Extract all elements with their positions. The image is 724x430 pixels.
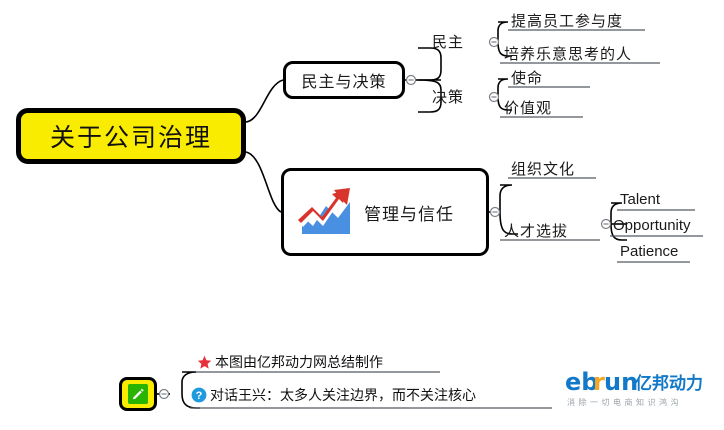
ebrun-wordmark: eb r un 亿邦动力	[565, 368, 703, 396]
node-label-patience[interactable]: Patience	[620, 243, 679, 260]
node-label-mission[interactable]: 使命	[511, 69, 544, 87]
branch-node-management-trust-label: 管理与信任	[364, 204, 454, 225]
node-label-values[interactable]: 价值观	[504, 99, 553, 117]
node-label-juece[interactable]: 决策	[432, 88, 465, 106]
ebrun-logo: eb r un 亿邦动力 消除一切电商知识鸿沟	[565, 368, 715, 414]
svg-text:r: r	[593, 368, 605, 396]
root-node-label: 关于公司治理	[49, 123, 212, 152]
collapse-handle-footer	[158, 388, 170, 400]
branch-node-democracy-decision-label: 民主与决策	[301, 72, 387, 91]
node-label-opportunity[interactable]: Opportunity	[613, 217, 691, 234]
pencil-icon	[128, 384, 148, 404]
root-node[interactable]: 关于公司治理	[16, 108, 246, 164]
branch-node-management-trust[interactable]: 管理与信任	[281, 168, 489, 256]
svg-text:eb: eb	[565, 368, 598, 396]
collapse-handle-juece	[488, 91, 500, 103]
branch-node-democracy-decision[interactable]: 民主与决策	[283, 61, 405, 99]
question-mark-icon: ?	[191, 387, 207, 403]
footer-line-article-text: 对话王兴：太多人关注边界，而不关注核心	[210, 388, 476, 404]
link-root-to-management	[245, 151, 282, 213]
ebrun-tagline: 消除一切电商知识鸿沟	[567, 398, 682, 407]
footer-line-article[interactable]: ? 对话王兴：太多人关注边界，而不关注核心	[191, 385, 476, 405]
collapse-handle-democracy	[405, 74, 417, 86]
svg-text:?: ?	[196, 390, 203, 402]
node-label-org-culture[interactable]: 组织文化	[511, 160, 576, 178]
link-root-to-democracy	[245, 79, 284, 123]
svg-text:亿邦动力: 亿邦动力	[635, 373, 703, 394]
node-label-raise-engagement[interactable]: 提高员工参与度	[511, 12, 624, 30]
node-label-talent-selection[interactable]: 人才选拔	[504, 222, 569, 240]
chart-increasing-icon	[298, 188, 350, 234]
svg-text:un: un	[604, 368, 638, 396]
footer-line-credit[interactable]: 本图由亿邦动力网总结制作	[197, 352, 383, 372]
collapse-handle-management	[489, 206, 501, 218]
node-label-minzhu[interactable]: 民主	[432, 33, 465, 51]
footer-line-credit-text: 本图由亿邦动力网总结制作	[215, 355, 383, 371]
node-label-talent[interactable]: Talent	[620, 191, 661, 208]
collapse-handle-minzhu	[488, 36, 500, 48]
star-icon	[197, 355, 212, 370]
collapse-handle-rencai	[600, 218, 612, 230]
footer-node[interactable]	[119, 377, 157, 411]
node-label-cultivate-thinkers[interactable]: 培养乐意思考的人	[504, 45, 633, 63]
